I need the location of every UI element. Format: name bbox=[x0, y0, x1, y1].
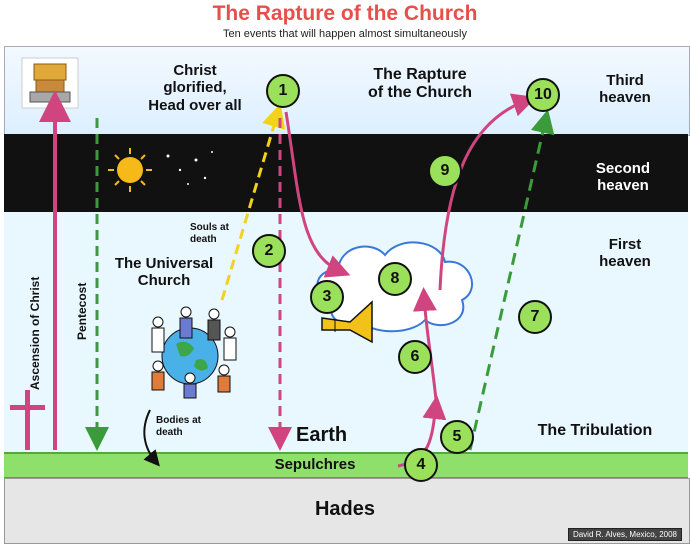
rising-arrow bbox=[412, 287, 438, 401]
christ-label: Christ glorified, Head over all bbox=[148, 62, 242, 114]
tribulation-label: The Tribulation bbox=[537, 422, 653, 439]
event-badge-3: 3 bbox=[310, 280, 344, 314]
ascent-arrow bbox=[438, 93, 537, 291]
hades-label: Hades bbox=[314, 498, 376, 520]
sun-icon bbox=[108, 148, 152, 192]
event-badge-2: 2 bbox=[252, 234, 286, 268]
page-title: The Rapture of the Church bbox=[212, 2, 478, 25]
stars-icon bbox=[166, 151, 213, 185]
moon-icon bbox=[232, 150, 254, 194]
event-badge-8: 8 bbox=[378, 262, 412, 296]
first-heaven-label: First heaven bbox=[599, 236, 651, 271]
third-heaven-label: Third heaven bbox=[599, 72, 651, 107]
event-badge-6: 6 bbox=[398, 340, 432, 374]
event-badge-10: 10 bbox=[526, 78, 560, 112]
cross-icon bbox=[10, 390, 45, 450]
event-badge-5: 5 bbox=[440, 420, 474, 454]
spirit-return-arrow bbox=[468, 109, 555, 451]
souls-label: Souls at death bbox=[190, 222, 229, 245]
sepulchres-label: Sepulchres bbox=[274, 456, 356, 473]
event-badge-7: 7 bbox=[518, 300, 552, 334]
event-badge-4: 4 bbox=[404, 448, 438, 482]
third-heaven-band bbox=[4, 46, 690, 136]
pentecost-label: Pentecost bbox=[75, 282, 89, 340]
church-people-icon bbox=[151, 306, 237, 399]
descent-cloud-arrow bbox=[284, 111, 351, 278]
event-badge-9: 9 bbox=[428, 154, 462, 188]
second-heaven-label: Second heaven bbox=[595, 160, 651, 195]
throne-icon bbox=[21, 57, 79, 109]
souls-arrow bbox=[220, 103, 286, 301]
universal-church-label: The Universal Church bbox=[114, 255, 214, 290]
trumpet-icon bbox=[321, 300, 373, 344]
page-subtitle: Ten events that will happen almost simul… bbox=[223, 28, 467, 40]
ascension-label: Ascension of Christ bbox=[28, 276, 42, 390]
credit-text: David R. Alves, Mexico, 2008 bbox=[567, 528, 682, 541]
event-badge-1: 1 bbox=[266, 74, 300, 108]
bodies-label: Bodies at death bbox=[156, 415, 202, 438]
bodies-arrow bbox=[143, 409, 160, 467]
earth-label: Earth bbox=[296, 424, 348, 446]
sepulchres-band bbox=[4, 452, 688, 479]
first-heaven-band bbox=[4, 212, 688, 452]
rapture-label: The Rapture of the Church bbox=[368, 66, 472, 102]
